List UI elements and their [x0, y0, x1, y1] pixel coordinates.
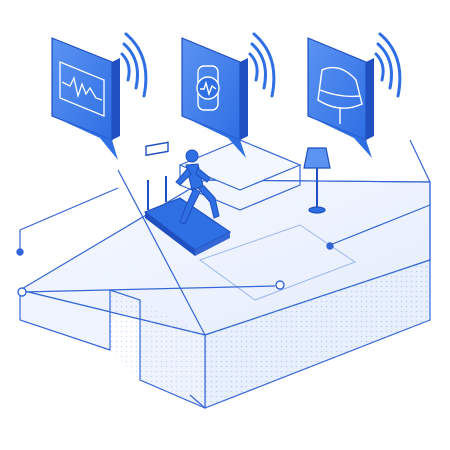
- signal-waves-icon: [120, 32, 148, 98]
- running-person: [175, 149, 220, 225]
- floor-lamp: [303, 147, 331, 214]
- treadmill: [143, 141, 232, 256]
- sensor-panel-lamp: [307, 32, 402, 158]
- connection-lines: [19, 169, 431, 409]
- wall-sensors: [16, 242, 334, 297]
- waveform-icon: [59, 61, 105, 117]
- sensor-panel-watch: [181, 32, 276, 158]
- smartwatch-icon: [196, 65, 220, 111]
- lamp-shade-icon: [317, 66, 363, 124]
- signal-waves-icon: [374, 32, 402, 98]
- house-front-wall: [19, 289, 206, 409]
- signal-waves-icon: [248, 32, 276, 98]
- sensor-panel-waveform: [51, 32, 148, 160]
